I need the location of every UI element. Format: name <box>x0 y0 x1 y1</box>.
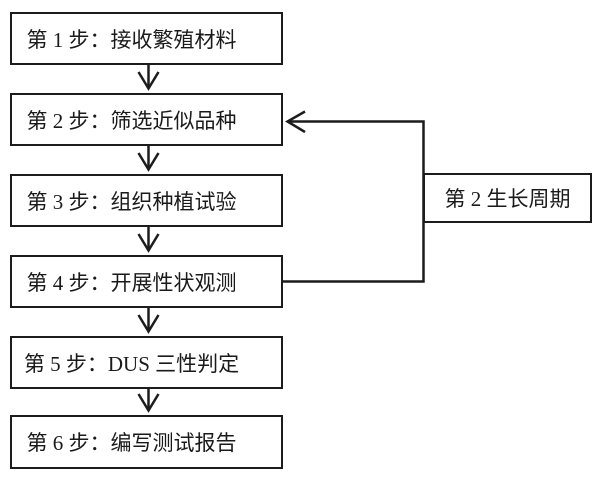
step-label-2: 第 2 步：筛选近似品种 <box>26 108 237 133</box>
step-box-5: 第 5 步：DUS 三性判定 <box>10 336 283 389</box>
arrowhead-left-icon <box>285 110 306 134</box>
arrow-step1-to-step2-icon <box>137 64 160 91</box>
arrow-step4-to-step5-icon <box>137 307 160 334</box>
step-box-4: 第 4 步：开展性状观测 <box>10 255 283 308</box>
arrow-step2-to-step3-icon <box>137 145 160 172</box>
step-box-6: 第 6 步：编写测试报告 <box>10 415 283 469</box>
step-label-4: 第 4 步：开展性状观测 <box>26 270 237 295</box>
arrow-step5-to-step6-icon <box>137 388 160 413</box>
step-label-6: 第 6 步：编写测试报告 <box>26 431 237 455</box>
step-box-1: 第 1 步：接收繁殖材料 <box>10 12 283 65</box>
growth-cycle-box: 第 2 生长周期 <box>423 173 592 223</box>
step-label-5: 第 5 步：DUS 三性判定 <box>23 351 240 376</box>
step-box-2: 第 2 步：筛选近似品种 <box>10 93 283 146</box>
growth-cycle-label: 第 2 生长周期 <box>444 187 571 211</box>
feedback-loop-step4-to-step2 <box>283 110 425 283</box>
step-label-1: 第 1 步：接收繁殖材料 <box>26 27 237 52</box>
arrow-step3-to-step4-icon <box>137 226 160 253</box>
step-box-3: 第 3 步：组织种植试验 <box>10 174 283 227</box>
step-label-3: 第 3 步：组织种植试验 <box>26 189 237 214</box>
